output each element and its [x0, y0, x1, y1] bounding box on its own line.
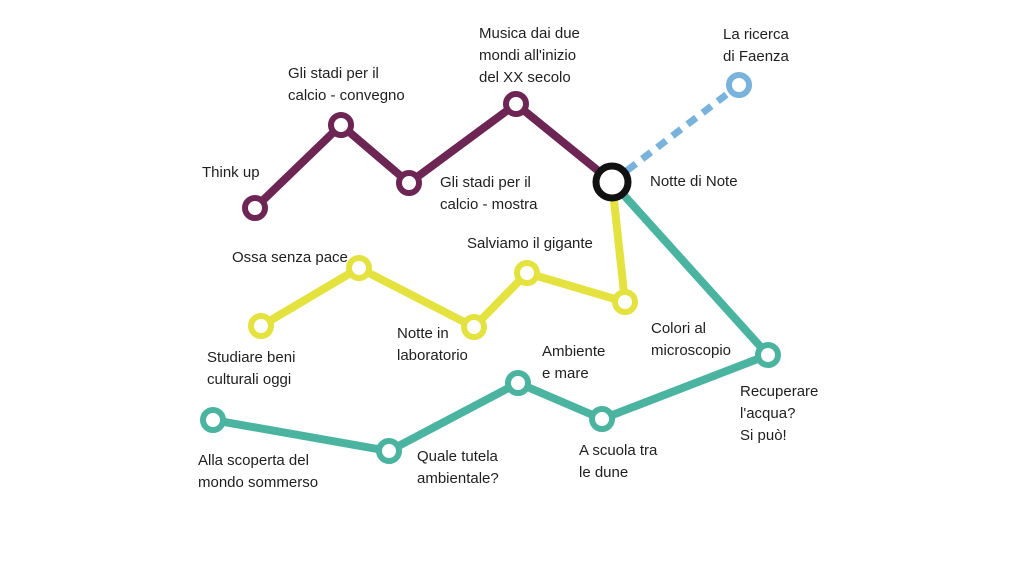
station-ricerca-faenza[interactable] [726, 72, 752, 98]
station-label-line: Alla scoperta del [198, 452, 309, 469]
station-label-line: Recuperare [740, 383, 818, 400]
station-label-line: calcio - convegno [288, 87, 405, 104]
station-stadi-convegno[interactable] [328, 112, 354, 138]
station-label-notte-di-note: Notte di Note [650, 173, 738, 190]
station-label-line: e mare [542, 365, 589, 382]
station-musica[interactable] [503, 91, 529, 117]
station-label-stadi-mostra: Gli stadi per il calcio - mostra [440, 174, 538, 213]
station-label-alla-scoperta: Alla scoperta del mondo sommerso [198, 452, 318, 491]
station-label-line: calcio - mostra [440, 196, 538, 213]
labels-layer: Think up Gli stadi per il calcio - convegn… [198, 25, 818, 491]
station-label-ricerca-faenza: La ricerca di Faenza [723, 26, 790, 65]
station-label-line: Notte di Note [650, 173, 738, 190]
station-a-scuola[interactable] [589, 406, 615, 432]
station-label-quale-tutela: Quale tutela ambientale? [417, 448, 499, 487]
station-recuperare-acqua[interactable] [755, 342, 781, 368]
station-stadi-mostra[interactable] [396, 170, 422, 196]
station-label-colori-microscopio: Colori al microscopio [651, 320, 731, 359]
station-label-line: Notte in [397, 325, 449, 342]
station-label-line: Musica dai due [479, 25, 580, 42]
station-label-studiare-beni: Studiare beni culturali oggi [207, 349, 295, 388]
line-teal [209, 178, 772, 455]
station-label-line: Colori al [651, 320, 706, 337]
station-label-line: mondo sommerso [198, 474, 318, 491]
station-label-salviamo-gigante: Salviamo il gigante [467, 235, 593, 252]
station-label-line: ambientale? [417, 470, 499, 487]
station-label-line: culturali oggi [207, 371, 291, 388]
line-yellow [257, 178, 629, 331]
station-label-line: laboratorio [397, 347, 468, 364]
station-quale-tutela[interactable] [376, 438, 402, 464]
line-purple [251, 100, 616, 212]
stations-layer [200, 72, 781, 464]
station-label-line: Ambiente [542, 343, 605, 360]
station-label-ossa-senza-pace: Ossa senza pace [232, 249, 348, 266]
station-label-a-scuola: A scuola tra le dune [579, 442, 658, 481]
station-label-recuperare-acqua: Recuperare l'acqua? Si può! [740, 383, 818, 444]
station-label-think-up: Think up [202, 164, 260, 181]
station-label-line: di Faenza [723, 48, 790, 65]
station-alla-scoperta[interactable] [200, 407, 226, 433]
station-notte-laboratorio[interactable] [461, 314, 487, 340]
station-label-line: La ricerca [723, 26, 790, 43]
station-studiare-beni[interactable] [248, 313, 274, 339]
station-label-line: microscopio [651, 342, 731, 359]
station-label-line: Think up [202, 164, 260, 181]
station-notte-di-note[interactable] [592, 162, 632, 202]
station-label-line: Gli stadi per il [288, 65, 379, 82]
station-label-line: Quale tutela [417, 448, 499, 465]
station-label-line: Si può! [740, 427, 787, 444]
line-lightblue-dashed [609, 82, 742, 185]
station-label-line: le dune [579, 464, 628, 481]
station-think-up[interactable] [242, 195, 268, 221]
station-label-notte-laboratorio: Notte in laboratorio [397, 325, 468, 364]
station-label-line: mondi all'inizio [479, 47, 576, 64]
station-label-musica: Musica dai due mondi all'inizio del XX sec… [479, 25, 580, 86]
station-salviamo-gigante[interactable] [514, 260, 540, 286]
station-label-line: Ossa senza pace [232, 249, 348, 266]
station-label-stadi-convegno: Gli stadi per il calcio - convegno [288, 65, 405, 104]
station-label-line: A scuola tra [579, 442, 658, 459]
station-colori-microscopio[interactable] [612, 289, 638, 315]
lines-layer [209, 82, 772, 455]
station-label-line: Gli stadi per il [440, 174, 531, 191]
station-ambiente-mare[interactable] [505, 370, 531, 396]
station-label-line: Studiare beni [207, 349, 295, 366]
station-ossa-senza-pace[interactable] [346, 255, 372, 281]
station-label-line: l'acqua? [740, 405, 795, 422]
station-label-ambiente-mare: Ambiente e mare [542, 343, 605, 382]
station-label-line: del XX secolo [479, 69, 571, 86]
station-label-line: Salviamo il gigante [467, 235, 593, 252]
